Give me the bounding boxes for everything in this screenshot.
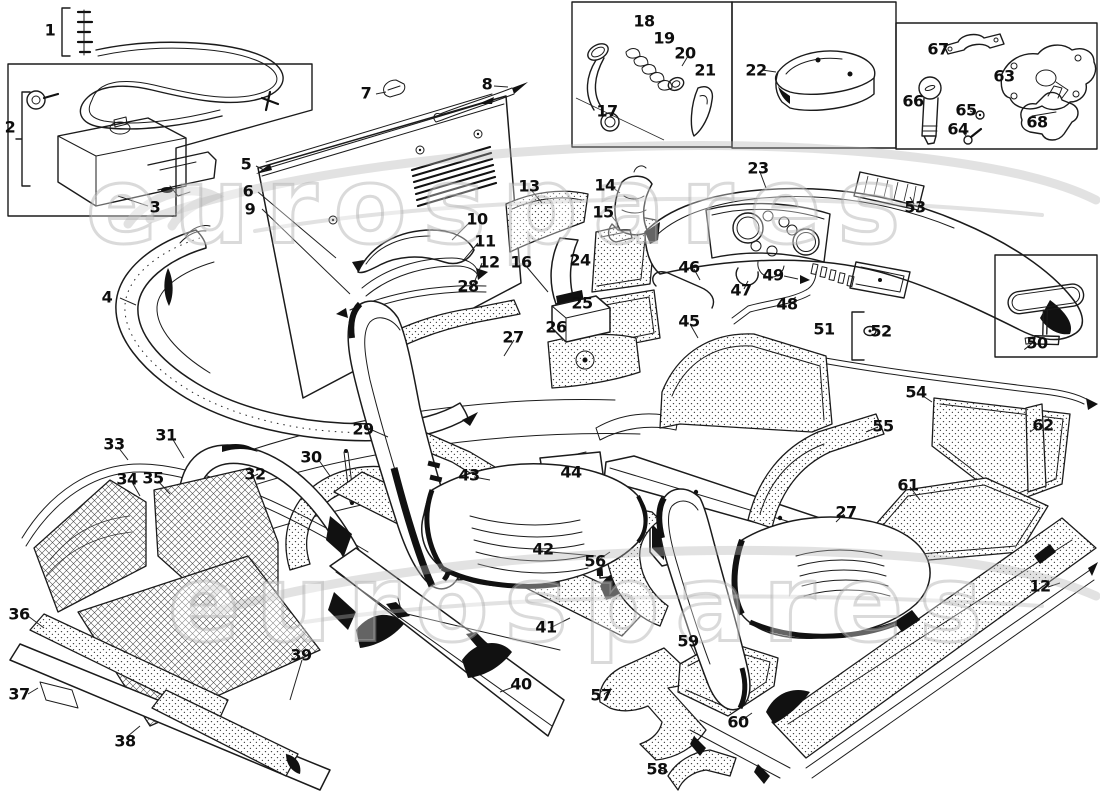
- trunk-compartment: [9, 444, 369, 791]
- inset-mirror: [994, 254, 1098, 358]
- lower-carpets: [599, 509, 1098, 791]
- dashboard-assembly: [644, 171, 1098, 410]
- inset-armrest: [731, 1, 897, 149]
- inset-washer-system: [7, 7, 313, 217]
- leader-lines: [27, 55, 1061, 773]
- quarter-panels-and-console: [505, 165, 661, 389]
- soft-top-band: [115, 225, 478, 442]
- inset-hardware: [895, 22, 1098, 150]
- right-seat: [656, 488, 931, 784]
- inset-window-crank: [571, 1, 733, 148]
